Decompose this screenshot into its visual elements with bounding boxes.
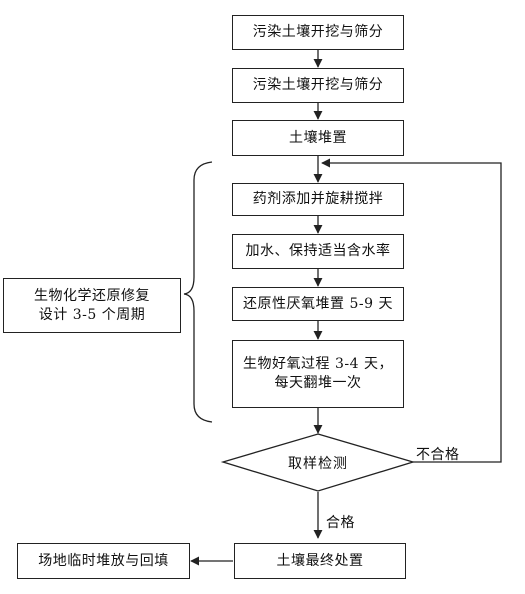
step-soil-piling-label: 土壤堆置: [289, 129, 347, 146]
cycle-note-box: 生物化学还原修复 设计 3-5 个周期: [3, 278, 181, 333]
cycle-brace: [183, 161, 213, 423]
step-reagent-mixing-label: 药剂添加并旋耕搅拌: [252, 191, 384, 208]
step-final-disposal: 土壤最终处置: [234, 543, 406, 579]
pass-label: 合格: [326, 515, 355, 531]
step-add-water-label: 加水、保持适当含水率: [245, 243, 391, 260]
cycle-note-line1: 生物化学还原修复: [34, 287, 150, 304]
fail-label: 不合格: [416, 447, 460, 463]
step-soil-piling: 土壤堆置: [232, 120, 404, 156]
step-excavation-1-label: 污染土壤开挖与筛分: [252, 24, 384, 41]
step-aerobic-process: 生物好氧过程 3-4 天， 每天翻堆一次: [232, 340, 404, 408]
fail-loop-connector: [321, 158, 502, 463]
decision-diamond: [220, 433, 416, 492]
output-backfill-label: 场地临时堆放与回填: [38, 552, 169, 569]
step-final-disposal-label: 土壤最终处置: [276, 552, 364, 569]
step-aerobic-line1: 生物好氧过程 3-4 天，: [243, 356, 393, 373]
cycle-note-line2: 设计 3-5 个周期: [38, 306, 146, 323]
decision-label: 取样检测: [288, 456, 348, 472]
step-reagent-mixing: 药剂添加并旋耕搅拌: [232, 183, 404, 216]
output-backfill: 场地临时堆放与回填: [17, 543, 190, 579]
step-add-water: 加水、保持适当含水率: [232, 234, 404, 269]
step-excavation-1: 污染土壤开挖与筛分: [232, 15, 404, 50]
step-aerobic-line2: 每天翻堆一次: [274, 375, 362, 391]
step-anaerobic-piling: 还原性厌氧堆置 5-9 天: [232, 287, 404, 321]
step-excavation-2: 污染土壤开挖与筛分: [232, 68, 404, 103]
step-anaerobic-piling-label: 还原性厌氧堆置 5-9 天: [243, 295, 393, 312]
step-excavation-2-label: 污染土壤开挖与筛分: [252, 77, 384, 94]
